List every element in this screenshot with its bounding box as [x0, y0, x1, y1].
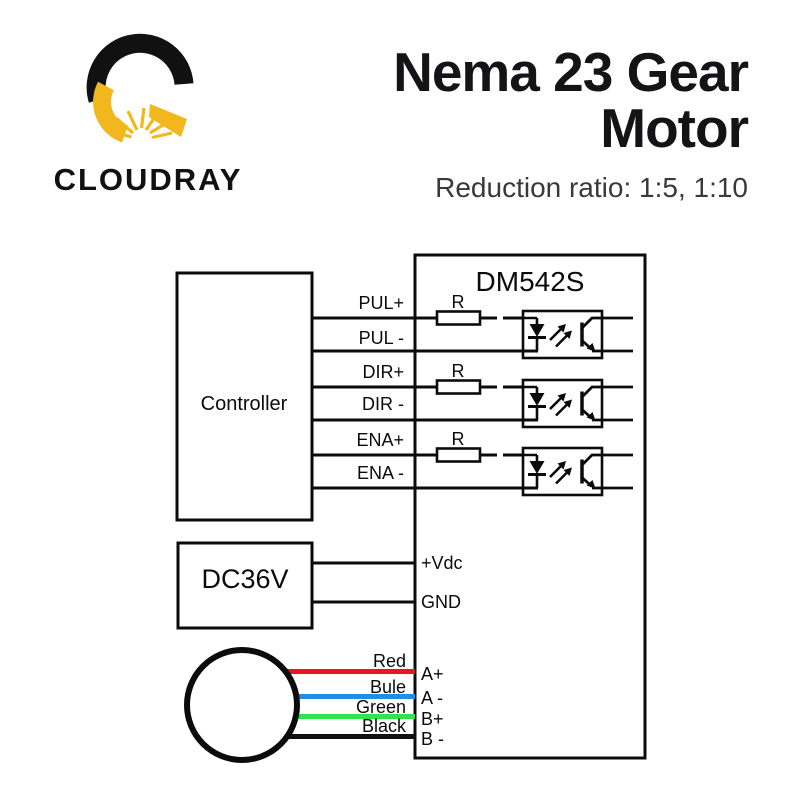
label-pul-minus: PUL -	[359, 328, 404, 348]
label-a-minus: A -	[421, 688, 443, 708]
resistor-label-3: R	[452, 429, 465, 449]
label-dir-plus: DIR+	[362, 362, 404, 382]
label-ena-minus: ENA -	[357, 463, 404, 483]
label-a-plus: A+	[421, 664, 444, 684]
controller-label: Controller	[201, 393, 288, 415]
logo-gold-tail	[149, 104, 187, 137]
power-supply-box	[176, 541, 314, 630]
label-ena-plus: ENA+	[356, 430, 404, 450]
label-dir-minus: DIR -	[362, 394, 404, 414]
label-gnd: GND	[421, 592, 461, 612]
cloudray-logo: CLOUDRAY	[54, 33, 243, 197]
label-b-minus: B -	[421, 729, 444, 749]
title-line-1: Nema 23 Gear	[393, 41, 749, 103]
power-supply-label: DC36V	[201, 564, 288, 594]
resistor-label-2: R	[452, 361, 465, 381]
label-wire-green: Green	[356, 697, 406, 717]
driver-label: DM542S	[476, 266, 585, 297]
label-wire-black: Black	[362, 716, 407, 736]
title-line-2: Motor	[600, 97, 749, 159]
controller-box	[175, 271, 314, 522]
label-pul-plus: PUL+	[358, 293, 404, 313]
subtitle: Reduction ratio: 1:5, 1:10	[435, 172, 748, 203]
driver-box	[413, 253, 647, 760]
label-wire-red: Red	[373, 651, 406, 671]
resistor-label-1: R	[452, 292, 465, 312]
label-b-plus: B+	[421, 709, 444, 729]
logo-sunburst-icon	[113, 107, 173, 140]
motor-circle	[184, 647, 300, 763]
label-vdc: +Vdc	[421, 553, 463, 573]
page-title: Nema 23 Gear Motor Reduction ratio: 1:5,…	[393, 41, 749, 204]
logo-black-arc	[86, 33, 194, 103]
logo-gold-crescent	[93, 81, 129, 143]
label-wire-blue: Bule	[370, 677, 406, 697]
brand-text: CLOUDRAY	[54, 162, 243, 197]
